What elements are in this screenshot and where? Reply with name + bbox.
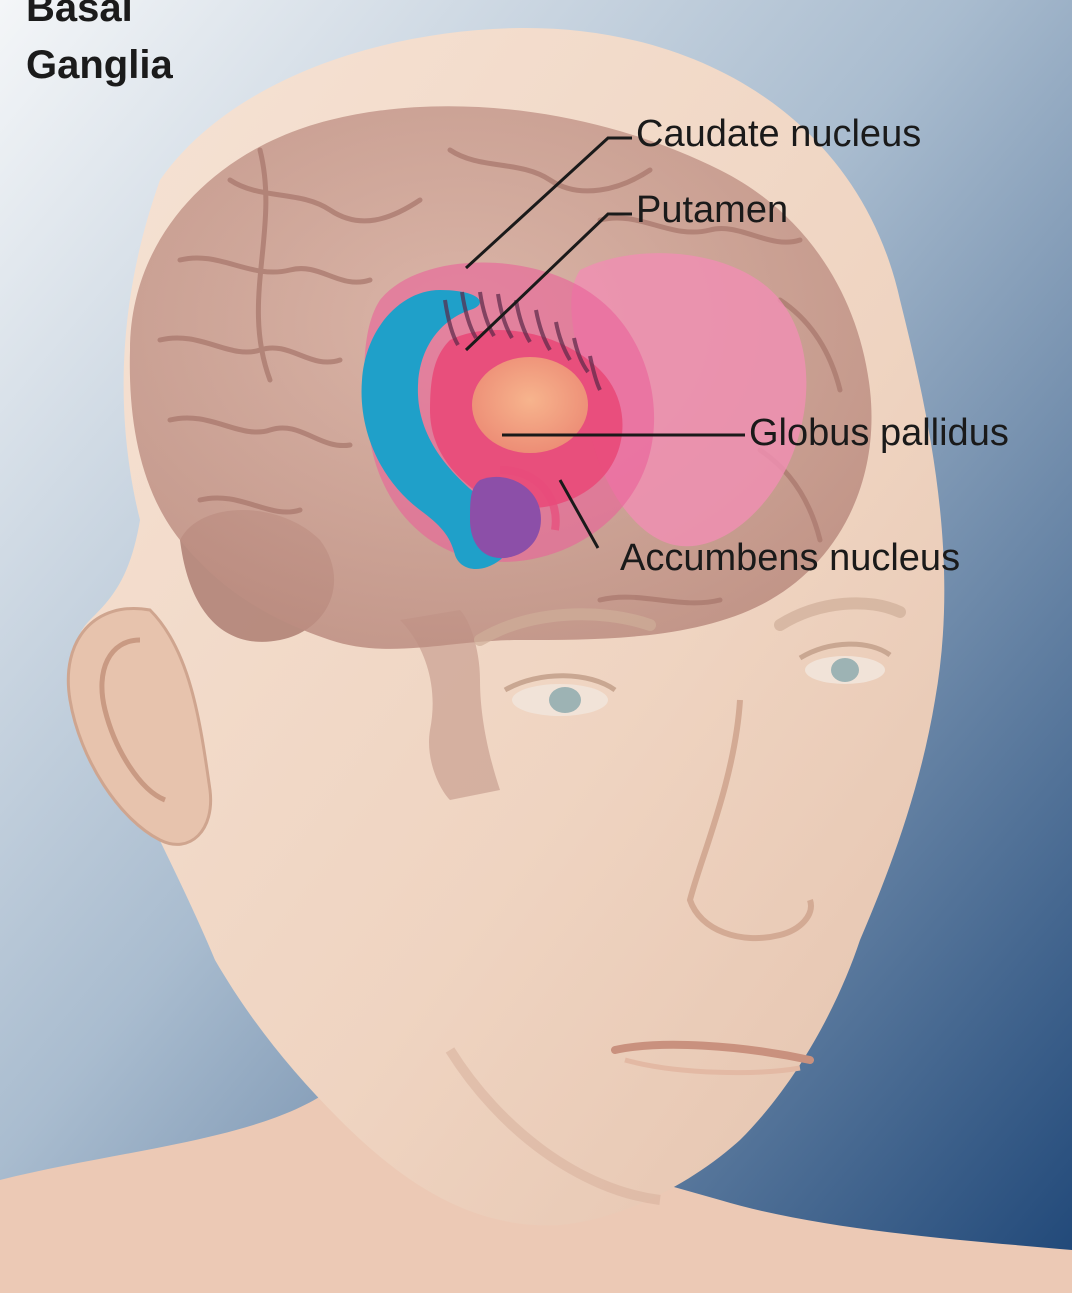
- accumbens-nucleus-label: Accumbens nucleus: [620, 538, 960, 578]
- globus-pallidus: [472, 357, 588, 453]
- caudate-nucleus-label: Caudate nucleus: [636, 114, 921, 154]
- figure-title-line-2: Ganglia: [26, 45, 173, 85]
- globus-pallidus-label: Globus pallidus: [749, 413, 1009, 453]
- putamen-label: Putamen: [636, 190, 788, 230]
- figure-title-line-1: Basal: [26, 0, 133, 28]
